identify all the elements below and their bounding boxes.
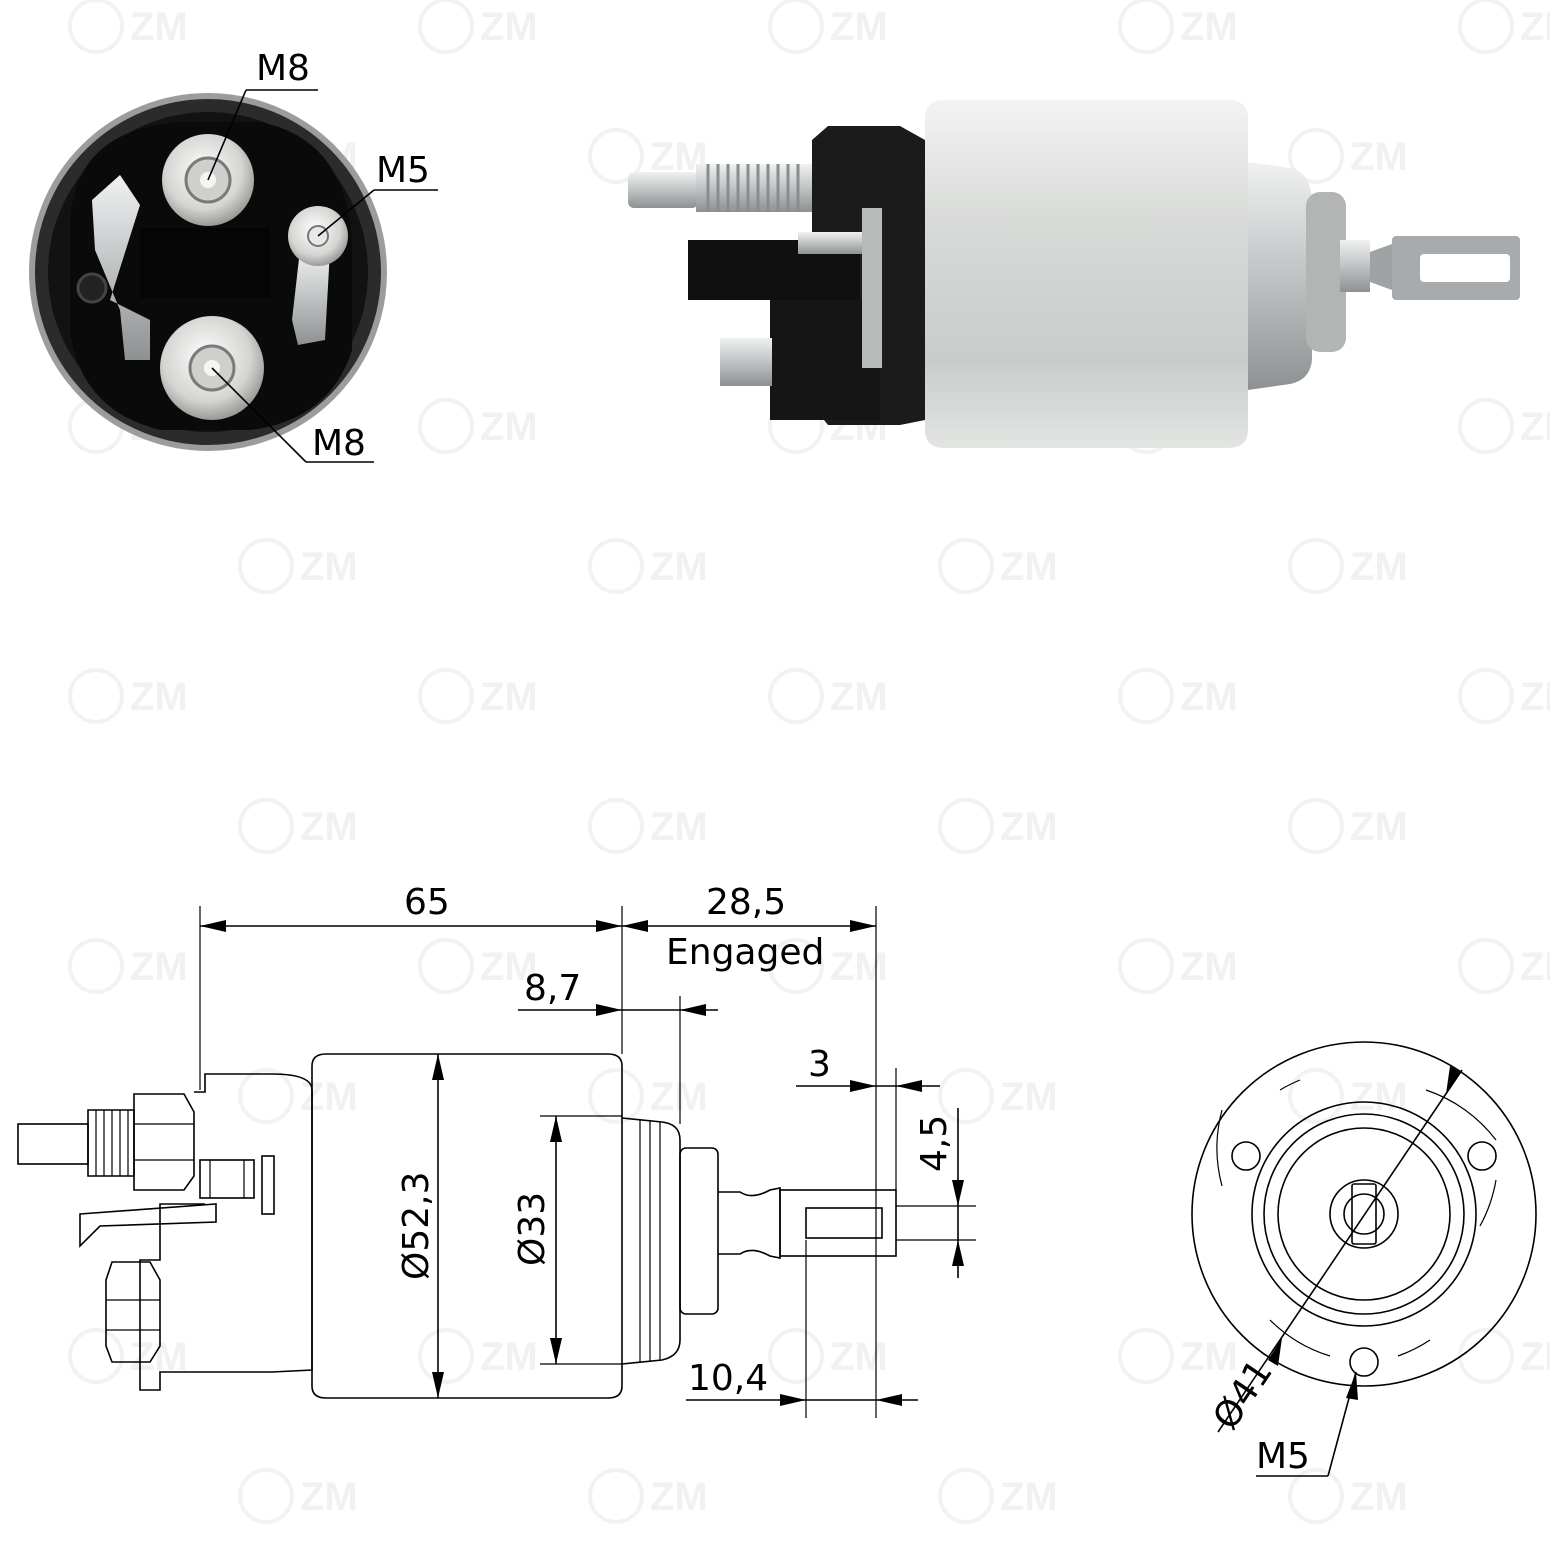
- dim-boss-length: 8,7: [524, 968, 581, 1009]
- photo-end-leaders: [207, 89, 438, 463]
- watermark-logo-icon: [588, 128, 644, 184]
- dim-slot-width: 4,5: [914, 1115, 955, 1172]
- end-drawing-dimensions: [1217, 1066, 1463, 1477]
- dim-engaged-length: 28,5: [706, 882, 786, 923]
- watermark-logo-icon: [418, 398, 474, 454]
- watermark-logo-icon: [1458, 668, 1514, 724]
- watermark-text: ZM: [1180, 5, 1238, 49]
- watermark-logo-icon: [938, 538, 994, 594]
- photo-label-m8-top: M8: [256, 48, 310, 89]
- watermark-logo-icon: [1458, 0, 1514, 54]
- watermark-text: ZM: [830, 5, 888, 49]
- watermark-logo-icon: [938, 798, 994, 854]
- dim-thread-m5: M5: [1256, 1436, 1310, 1477]
- watermark-text: ZM: [830, 675, 888, 719]
- watermark-text: ZM: [480, 405, 538, 449]
- watermark-logo-icon: [418, 0, 474, 54]
- watermark-logo-icon: [418, 668, 474, 724]
- watermark-logo-icon: [1288, 1468, 1344, 1524]
- watermark-text: ZM: [1350, 1075, 1408, 1119]
- watermark-logo-icon: [588, 538, 644, 594]
- watermark-logo-icon: [238, 538, 294, 594]
- watermark-logo-icon: [1118, 668, 1174, 724]
- side-drawing-outline: [17, 1053, 897, 1399]
- watermark-logo-icon: [588, 1468, 644, 1524]
- watermark-logo-icon: [1458, 938, 1514, 994]
- watermark-text: ZM: [650, 545, 708, 589]
- watermark-logo-icon: [1288, 538, 1344, 594]
- dim-slot-length: 10,4: [688, 1358, 768, 1399]
- side-drawing-dimensions: [199, 906, 976, 1418]
- watermark-logo-icon: [588, 798, 644, 854]
- watermark-logo-icon: [768, 668, 824, 724]
- watermark-logo-icon: [938, 1068, 994, 1124]
- watermark-logo-icon: [68, 0, 124, 54]
- watermark-text: ZM: [130, 675, 188, 719]
- watermark-text: ZM: [1180, 1335, 1238, 1379]
- watermark-text: ZM: [1000, 805, 1058, 849]
- watermark-logo-icon: [1118, 938, 1174, 994]
- watermark-logo-icon: [238, 798, 294, 854]
- photo-label-m8-bottom: M8: [312, 423, 366, 464]
- solenoid-end-photo: [29, 93, 387, 451]
- watermark-text: ZM: [130, 945, 188, 989]
- watermark-text: ZM: [650, 1475, 708, 1519]
- watermark-text: ZM: [1520, 1335, 1550, 1379]
- watermark-logo-icon: [68, 668, 124, 724]
- watermark-text: ZM: [1520, 675, 1550, 719]
- watermark-logo-icon: [238, 1068, 294, 1124]
- photo-label-m5: M5: [376, 150, 430, 191]
- watermark-text: ZM: [1000, 1475, 1058, 1519]
- watermark-text: ZM: [300, 1475, 358, 1519]
- watermark-text: ZM: [480, 5, 538, 49]
- watermark-text: ZM: [1000, 1075, 1058, 1119]
- watermark-logo-icon: [1288, 798, 1344, 854]
- watermark-text: ZM: [480, 1335, 538, 1379]
- watermark-logo-icon: [1288, 1068, 1344, 1124]
- watermark-text: ZM: [1180, 675, 1238, 719]
- watermark-logo-icon: [238, 1468, 294, 1524]
- watermark-text: ZM: [1180, 945, 1238, 989]
- watermark-text: ZM: [650, 1075, 708, 1119]
- watermark-text: ZM: [830, 945, 888, 989]
- watermark-logo-icon: [938, 1468, 994, 1524]
- watermark-logo-icon: [68, 1328, 124, 1384]
- watermark-text: ZM: [480, 675, 538, 719]
- watermark-logo-icon: [68, 938, 124, 994]
- watermark-logo-icon: [768, 1328, 824, 1384]
- watermark-text: ZM: [1520, 945, 1550, 989]
- end-drawing-outline: [1191, 1041, 1537, 1387]
- watermark-text: ZM: [1000, 545, 1058, 589]
- watermark-text: ZM: [1350, 1475, 1408, 1519]
- watermark-text: ZM: [1350, 805, 1408, 849]
- watermark-logo-icon: [1288, 128, 1344, 184]
- watermark-text: ZM: [300, 805, 358, 849]
- watermark-text: ZM: [1350, 135, 1408, 179]
- watermark-logo-icon: [418, 1328, 474, 1384]
- watermark-text: ZM: [1520, 405, 1550, 449]
- watermark-text: ZM: [1350, 545, 1408, 589]
- watermark-text: ZM: [1520, 5, 1550, 49]
- watermark-logo-icon: [1118, 1328, 1174, 1384]
- watermark-logo-icon: [1458, 398, 1514, 454]
- dim-boss-diameter: Ø33: [512, 1192, 553, 1266]
- watermark-logo-icon: [418, 938, 474, 994]
- watermark-logo-icon: [1458, 1328, 1514, 1384]
- solenoid-side-photo: [628, 100, 1520, 448]
- watermark-text: ZM: [650, 805, 708, 849]
- dim-body-diameter: Ø52,3: [396, 1172, 437, 1281]
- dim-engaged-caption: Engaged: [666, 932, 824, 973]
- watermark-text: ZM: [830, 1335, 888, 1379]
- dim-slot-end: 3: [808, 1044, 831, 1085]
- watermark-logo-icon: [1118, 0, 1174, 54]
- watermark-logo-icon: [768, 938, 824, 994]
- watermark-text: ZM: [300, 545, 358, 589]
- watermark-logo-icon: [768, 0, 824, 54]
- dim-overall-length: 65: [404, 882, 450, 923]
- watermark-logo-icon: [588, 1068, 644, 1124]
- watermark-text: ZM: [130, 5, 188, 49]
- watermark-text: ZM: [480, 945, 538, 989]
